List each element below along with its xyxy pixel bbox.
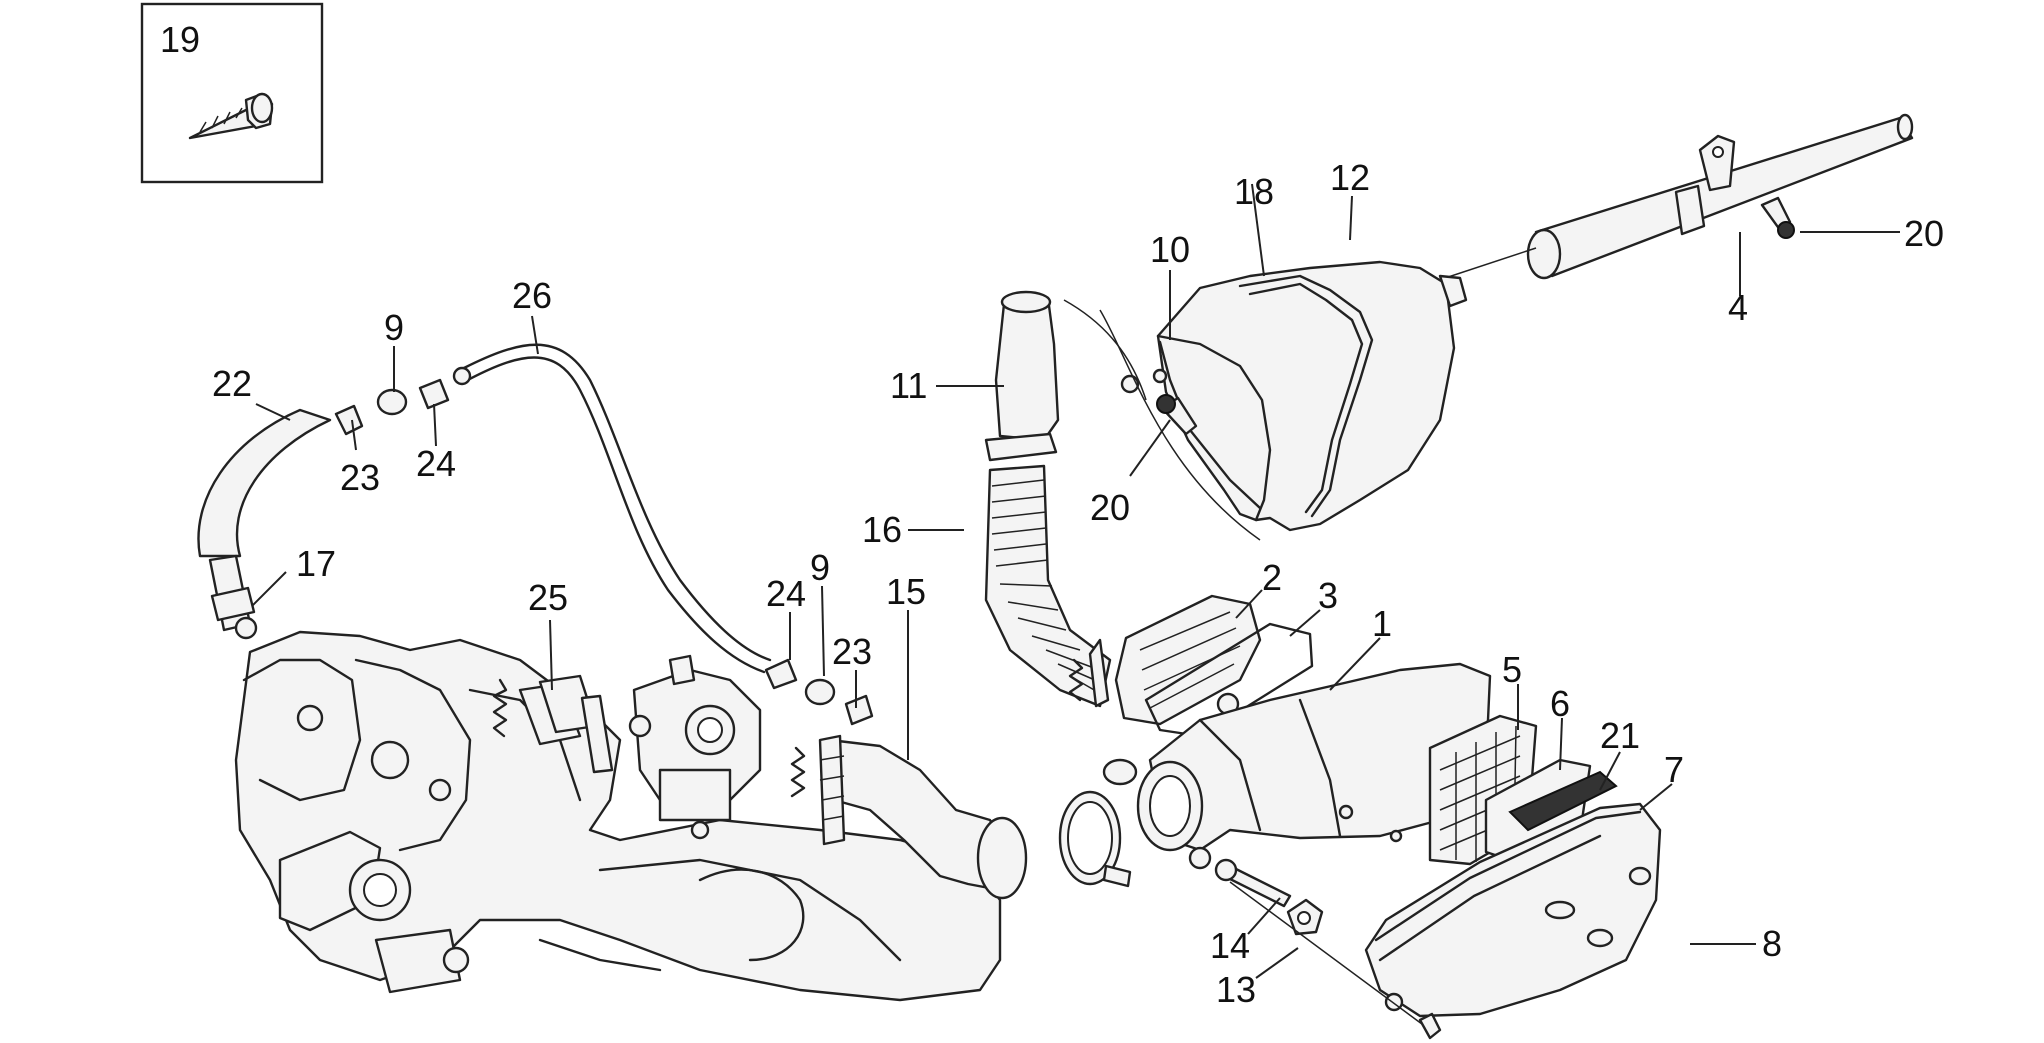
callout-20-right: 20 (1904, 213, 1944, 254)
callout-16: 16 (862, 509, 902, 550)
callout-10: 10 (1150, 229, 1190, 270)
callout-22: 22 (212, 363, 252, 404)
callout-11: 11 (890, 365, 927, 406)
callout-19: 19 (160, 19, 200, 60)
callout-1: 1 (1372, 603, 1392, 644)
callout-25: 25 (528, 577, 568, 618)
fittings-9-23-24-top (334, 378, 450, 436)
callout-23-top: 23 (340, 457, 380, 498)
callout-8: 8 (1762, 923, 1782, 964)
callout-26: 26 (512, 275, 552, 316)
callout-9-top: 9 (384, 307, 404, 348)
snorkel-11-hose-16 (984, 290, 1112, 708)
callout-23-mid: 23 (832, 631, 872, 672)
sleeve-25 (518, 674, 614, 774)
airbox-assembly (1063, 260, 1468, 541)
callout-15: 15 (886, 571, 926, 612)
screw-20-right (1760, 196, 1795, 239)
hose-clamp (1058, 790, 1132, 888)
seal-21 (1508, 770, 1618, 832)
callout-17: 17 (296, 543, 336, 584)
engine-block (234, 630, 1002, 1002)
leader-lines (251, 183, 1900, 979)
callout-labels: 19 12 18 10 20 4 11 20 16 2 3 1 5 6 21 7… (160, 19, 1944, 1010)
callout-24-top: 24 (416, 443, 456, 484)
intake-pipe-4 (1429, 113, 1914, 284)
grommet-small (1102, 758, 1138, 786)
callout-6: 6 (1550, 683, 1570, 724)
callout-14: 14 (1210, 925, 1250, 966)
bolt-14 (1214, 858, 1292, 908)
callout-2: 2 (1262, 557, 1282, 598)
fittings-9-23-24-mid (764, 658, 874, 726)
callout-21: 21 (1600, 715, 1640, 756)
callout-13: 13 (1216, 969, 1256, 1010)
springs (492, 658, 1084, 798)
callout-9-mid: 9 (810, 547, 830, 588)
screw-20-airbox (1156, 394, 1198, 436)
callout-7: 7 (1664, 749, 1684, 790)
callout-18: 18 (1234, 171, 1274, 212)
inset-box-19 (140, 2, 324, 184)
screw-bottom (1229, 881, 1442, 1040)
hose-26 (452, 343, 772, 674)
clamp-17 (210, 586, 258, 640)
filter-element-2-3 (1088, 594, 1314, 738)
callout-5: 5 (1502, 649, 1522, 690)
carburetor (628, 654, 762, 840)
callout-20-airbox: 20 (1090, 487, 1130, 528)
callout-12: 12 (1330, 157, 1370, 198)
callout-3: 3 (1318, 575, 1338, 616)
callout-4: 4 (1728, 287, 1748, 328)
manifold-15 (818, 734, 1028, 900)
callout-24-mid: 24 (766, 573, 806, 614)
screw-19-drawing (188, 92, 274, 140)
